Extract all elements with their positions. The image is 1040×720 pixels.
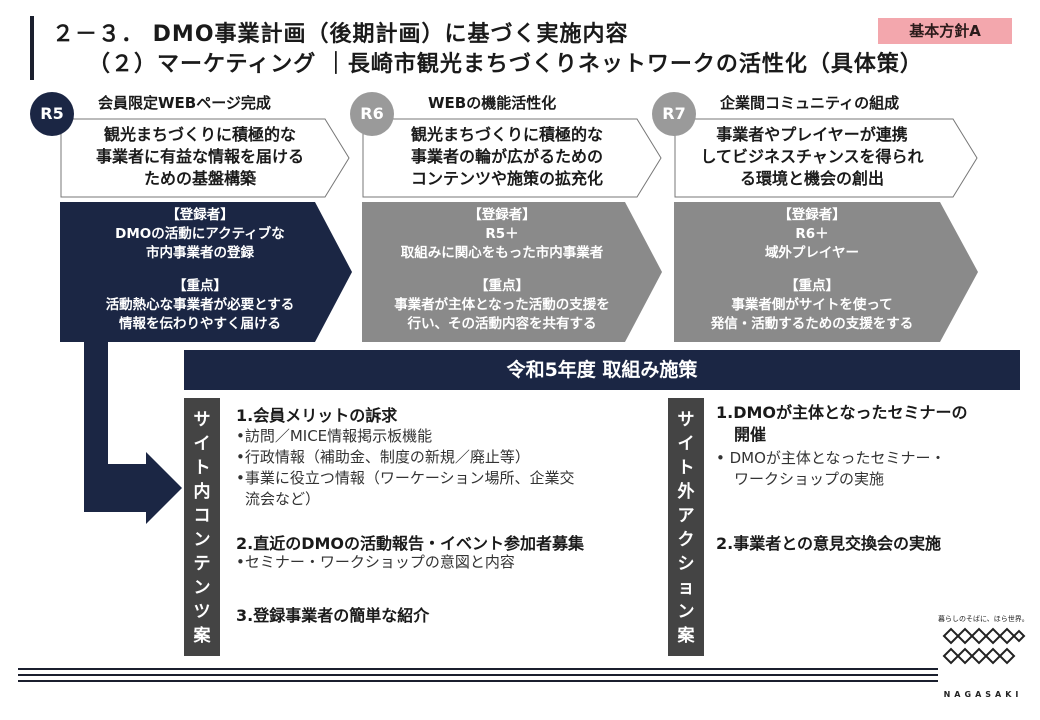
footer-rule [18, 674, 938, 676]
phase-r6-registrant-line: 取組みに関心をもった市内事業者 [400, 245, 604, 261]
phase-r6-focus-line: 事業者が主体となった活動の支援を [394, 297, 610, 313]
label-char: 内 [193, 482, 211, 502]
phase-r6-registrant-head: 【登録者】 [468, 207, 536, 223]
label-char: ン [193, 530, 211, 550]
bullet-item: •セミナー・ワークショップの意図と内容 [236, 553, 515, 571]
contents-section-3-head: 3.登録事業者の簡単な紹介 [236, 606, 430, 625]
label-char: サ [193, 410, 211, 430]
r5-to-contents-arrow [84, 340, 182, 524]
nagasaki-logo-mark [942, 627, 1026, 665]
phase-r5-focus-line: 活動熱心な事業者が必要とする [105, 297, 295, 313]
phase-r7-focus-line: 事業者側がサイトを使って [731, 297, 893, 313]
contents-section-1-head: 1.会員メリットの訴求 [236, 406, 398, 425]
phase-r5-badge: R5 [30, 92, 74, 136]
label-char: サ [677, 410, 695, 430]
actions-section-1-head: 1.DMOが主体となったセミナーの 開催 [716, 402, 968, 446]
phase-r6-badge: R6 [350, 92, 394, 136]
bullet-item: ワークショップの実施 [734, 470, 885, 488]
label-char: 外 [677, 482, 695, 502]
bullet-item: 流会など） [245, 490, 321, 508]
title-accent-bar [30, 16, 34, 80]
footer-rule [18, 668, 938, 670]
phase-r5-registrant-line: 市内事業者の登録 [146, 245, 254, 261]
label-char: イ [193, 434, 211, 454]
logo-tagline: 暮らしのそばに、ほら世界。 [938, 615, 1029, 623]
phase-r6-goal-arrow: 観光まちづくりに積極的な 事業者の輪が広がるための コンテンツや施策の拡充化 [362, 118, 662, 198]
policy-badge: 基本方針A [878, 18, 1012, 44]
bullet-item: •事業に役立つ情報（ワーケーション場所、企業交 [236, 469, 575, 487]
contents-section-2-head: 2.直近のDMOの活動報告・イベント参加者募集 [236, 534, 585, 553]
head-line: 開催 [734, 425, 767, 444]
label-char: テ [193, 554, 211, 574]
phase-r5-focus-line: 情報を伝わりやすく届ける [119, 316, 281, 332]
phase-r6-focus-head: 【重点】 [475, 278, 529, 294]
phase-r5-goal-line: 観光まちづくりに積極的な [103, 125, 296, 144]
phase-r5-focus-head: 【重点】 [173, 278, 227, 294]
phase-r5-registrant-line: DMOの活動にアクティブな [115, 226, 285, 242]
phase-r7-goal-arrow: 事業者やプレイヤーが連携 してビジネスチャンスを得られ る環境と機会の創出 [674, 118, 978, 198]
label-char: 案 [193, 626, 211, 646]
phase-r5-goal-line: 事業者に有益な情報を届ける [95, 147, 304, 166]
actions-section-1-bullets: • DMOが主体となったセミナー・ ワークショップの実施 [716, 448, 1016, 490]
logo-wordmark: NAGASAKI [943, 690, 1023, 699]
label-char: ン [677, 602, 695, 622]
label-char: シ [677, 554, 695, 574]
phase-r7-goal-line: してビジネスチャンスを得られ [700, 147, 924, 166]
footer-rule [18, 680, 938, 682]
phase-r5-label: 会員限定WEBページ完成 [98, 94, 271, 112]
phase-r6-registrant-line: R5＋ [485, 226, 519, 242]
phase-r5-registrant-head: 【登録者】 [166, 207, 234, 223]
label-char: 案 [677, 626, 695, 646]
phase-r5-goal-line: ための基盤構築 [143, 169, 256, 188]
label-char: ト [193, 458, 211, 478]
phase-r6-focus-line: 行い、その活動内容を共有する [407, 316, 597, 332]
phase-r5-detail-arrow: 【登録者】 DMOの活動にアクティブな 市内事業者の登録 【重点】 活動熱心な事… [60, 202, 352, 342]
label-char: ア [677, 506, 695, 526]
phase-r6-goal-line: 事業者の輪が広がるための [410, 147, 603, 166]
label-char: イ [677, 434, 695, 454]
phase-r6-goal-line: 観光まちづくりに積極的な [410, 125, 603, 144]
fy-initiatives-band: 令和5年度 取組み施策 [184, 350, 1020, 390]
head-line: 1.DMOが主体となったセミナーの [716, 403, 968, 422]
phase-r7-goal-line: 事業者やプレイヤーが連携 [716, 125, 908, 144]
label-char: コ [193, 506, 211, 526]
contents-section-2-bullets: •セミナー・ワークショップの意図と内容 [236, 552, 666, 573]
phase-r7-focus-head: 【重点】 [785, 278, 839, 294]
page-subtitle: （２）マーケティング ｜長崎市観光まちづくりネットワークの活性化（具体策） [88, 52, 923, 77]
phase-r7-registrant-line: R6＋ [795, 226, 829, 242]
page-title: ２－３． DMO事業計画（後期計画）に基づく実施内容 [52, 22, 629, 47]
phase-r7-registrant-head: 【登録者】 [778, 207, 846, 223]
offsite-actions-label: サ イ ト 外 ア ク シ ョ ン 案 [668, 398, 704, 656]
phase-r7-focus-line: 発信・活動するための支援をする [710, 316, 914, 332]
phase-r7-goal-line: る環境と機会の創出 [739, 169, 884, 188]
bullet-item: • DMOが主体となったセミナー・ [716, 449, 946, 467]
phase-r7-detail-arrow: 【登録者】 R6＋ 域外プレイヤー 【重点】 事業者側がサイトを使って 発信・活… [674, 202, 978, 342]
actions-section-2-head: 2.事業者との意見交換会の実施 [716, 534, 942, 553]
phase-r6-label: WEBの機能活性化 [428, 94, 557, 112]
phase-r7-registrant-line: 域外プレイヤー [764, 245, 860, 261]
phase-r6-goal-line: コンテンツや施策の拡充化 [410, 169, 603, 188]
bullet-item: •行政情報（補助金、制度の新規／廃止等） [236, 448, 530, 466]
label-char: ツ [193, 602, 211, 622]
phase-r5-goal-arrow: 観光まちづくりに積極的な 事業者に有益な情報を届ける ための基盤構築 [60, 118, 350, 198]
label-char: ク [677, 530, 695, 550]
phase-r7-badge: R7 [652, 92, 696, 136]
contents-section-1-bullets: •訪問／MICE情報掲示板機能 •行政情報（補助金、制度の新規／廃止等） •事業… [236, 426, 666, 510]
label-char: ョ [677, 578, 695, 598]
site-contents-label: サ イ ト 内 コ ン テ ン ツ 案 [184, 398, 220, 656]
phase-r7-label: 企業間コミュニティの組成 [720, 94, 900, 112]
label-char: ト [677, 458, 695, 478]
bullet-item: •訪問／MICE情報掲示板機能 [236, 427, 433, 445]
label-char: ン [193, 578, 211, 598]
phase-r6-detail-arrow: 【登録者】 R5＋ 取組みに関心をもった市内事業者 【重点】 事業者が主体となっ… [362, 202, 662, 342]
